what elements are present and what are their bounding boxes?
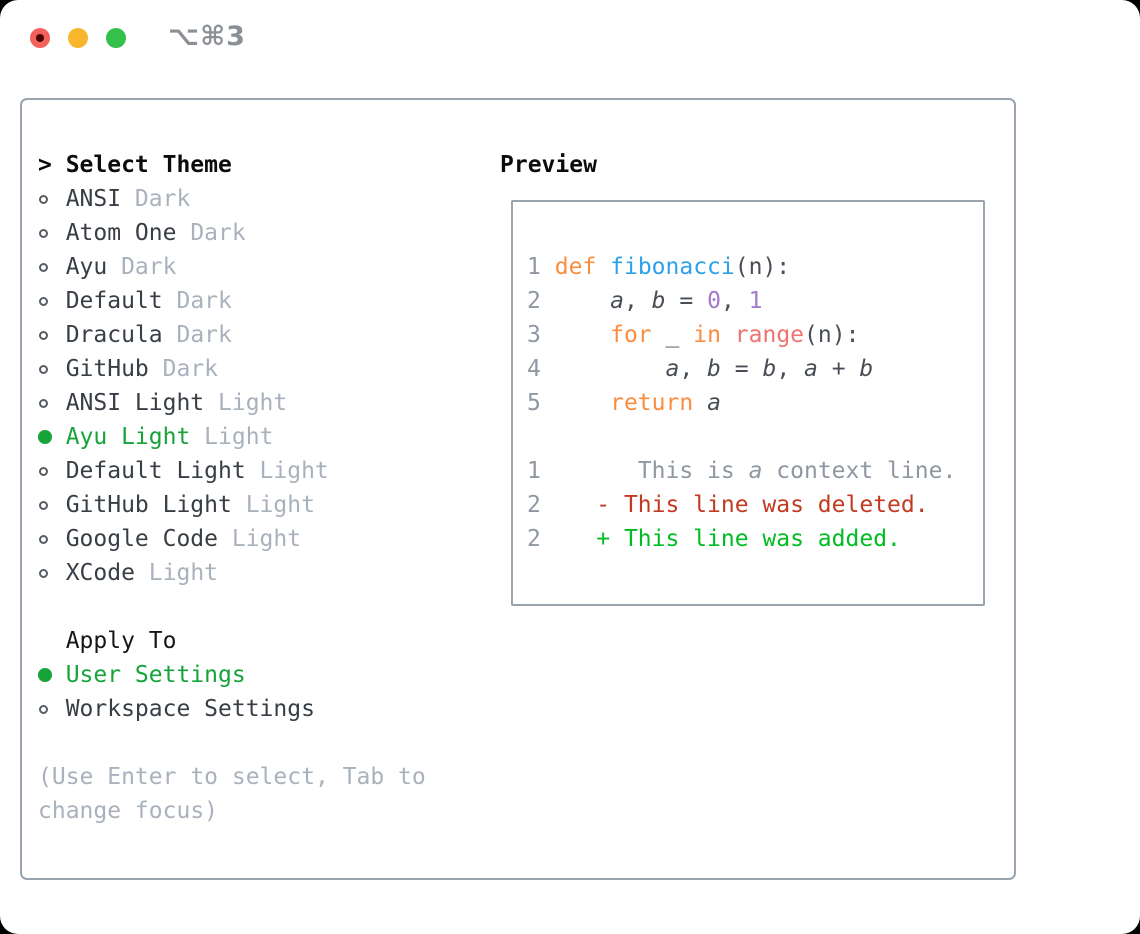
theme-option[interactable]: ANSI Light Light <box>38 386 426 420</box>
hint-line: (Use Enter to select, Tab to <box>38 764 426 790</box>
radio-icon[interactable] <box>38 228 66 238</box>
theme-variant-tag: Dark <box>190 220 246 246</box>
theme-option-label: GitHub Light <box>65 492 232 518</box>
preview-header: Preview <box>500 148 597 182</box>
theme-option[interactable]: XCode Light <box>38 556 426 590</box>
hint-text: (Use Enter to select, Tab to change focus… <box>38 760 426 828</box>
theme-variant-tag: Light <box>231 526 302 552</box>
zoom-button[interactable] <box>106 28 126 48</box>
radio-icon[interactable] <box>38 466 66 476</box>
radio-selected-icon[interactable] <box>38 668 66 682</box>
code-line <box>527 420 983 454</box>
radio-icon[interactable] <box>38 330 66 340</box>
radio-icon[interactable] <box>38 398 66 408</box>
theme-variant-tag: Light <box>204 424 274 450</box>
theme-option-selected[interactable]: Ayu Light Light <box>38 420 426 454</box>
theme-variant-tag: Light <box>218 390 288 416</box>
close-button[interactable] <box>30 28 50 48</box>
theme-picker-header: > Select Theme <box>38 148 426 182</box>
theme-variant-tag: Dark <box>134 186 191 212</box>
theme-option-label: Ayu Light <box>65 424 191 450</box>
theme-option-label: Google Code <box>65 526 219 552</box>
theme-option-label: XCode <box>65 560 135 586</box>
theme-option-label: Ayu <box>65 254 108 280</box>
theme-variant-tag: Dark <box>162 356 219 382</box>
radio-icon[interactable] <box>38 534 66 544</box>
radio-icon[interactable] <box>38 568 66 578</box>
spacer <box>38 726 426 760</box>
window-shortcut-label: ⌥⌘3 <box>168 21 246 52</box>
apply-to-header: Apply To <box>38 624 426 658</box>
prompt-icon: > <box>38 152 52 178</box>
theme-variant-tag: Light <box>259 458 329 484</box>
theme-option-label: ANSI <box>65 186 122 212</box>
preview-box: 1 def fibonacci(n): 2 a, b = 0, 1 3 for _ … <box>511 200 985 606</box>
theme-option[interactable]: Default Dark <box>38 284 426 318</box>
code-line: 4 a, b = b, a + b <box>527 356 874 382</box>
theme-option[interactable]: GitHub Dark <box>38 352 426 386</box>
radio-selected-icon[interactable] <box>38 430 66 444</box>
titlebar: ⌥⌘3 <box>0 0 1140 98</box>
theme-variant-tag: Light <box>245 492 315 518</box>
code-line: 3 for _ in range(n): <box>527 322 860 348</box>
theme-option[interactable]: ANSI Dark <box>38 182 426 216</box>
hint-line: change focus) <box>38 798 219 824</box>
theme-variant-tag: Dark <box>176 322 232 348</box>
code-line: 1 This is a context line. <box>527 458 957 484</box>
code-line: 1 def fibonacci(n): <box>527 254 791 280</box>
minimize-button[interactable] <box>68 28 88 48</box>
theme-option-label: Atom One <box>65 220 177 246</box>
theme-option-label: Default <box>65 288 163 314</box>
code-preview: 1 def fibonacci(n): 2 a, b = 0, 1 3 for _ … <box>527 250 983 556</box>
theme-option[interactable]: Google Code Light <box>38 522 426 556</box>
theme-option-label: Default Light <box>65 458 246 484</box>
apply-option-selected[interactable]: User Settings <box>38 658 426 692</box>
apply-to-title: Apply To <box>65 628 177 654</box>
theme-option[interactable]: Default Light Light <box>38 454 426 488</box>
theme-variant-tag: Dark <box>176 288 232 314</box>
apply-option[interactable]: Workspace Settings <box>38 692 426 726</box>
apply-option-label: Workspace Settings <box>65 696 315 722</box>
traffic-light-buttons <box>30 28 126 48</box>
code-line: 2 + This line was added. <box>527 526 901 552</box>
theme-option[interactable]: GitHub Light Light <box>38 488 426 522</box>
code-line: 5 return a <box>527 390 721 416</box>
theme-option-label: Dracula <box>65 322 163 348</box>
theme-option[interactable]: Atom One Dark <box>38 216 426 250</box>
theme-option[interactable]: Dracula Dark <box>38 318 426 352</box>
code-line: 2 a, b = 0, 1 <box>527 288 763 314</box>
spacer <box>38 590 426 624</box>
theme-option-label: GitHub <box>65 356 149 382</box>
theme-option-label: ANSI Light <box>65 390 205 416</box>
radio-icon[interactable] <box>38 194 66 204</box>
preview-title: Preview <box>500 152 597 178</box>
radio-icon[interactable] <box>38 364 66 374</box>
radio-icon[interactable] <box>38 262 66 272</box>
radio-icon[interactable] <box>38 704 66 714</box>
code-line: 2 - This line was deleted. <box>527 492 929 518</box>
radio-icon[interactable] <box>38 296 66 306</box>
radio-icon[interactable] <box>38 500 66 510</box>
close-dot-icon <box>36 34 44 42</box>
theme-option[interactable]: Ayu Dark <box>38 250 426 284</box>
theme-variant-tag: Dark <box>121 254 177 280</box>
apply-option-label: User Settings <box>65 662 246 688</box>
theme-picker-title: Select Theme <box>65 152 232 178</box>
theme-variant-tag: Light <box>148 560 219 586</box>
